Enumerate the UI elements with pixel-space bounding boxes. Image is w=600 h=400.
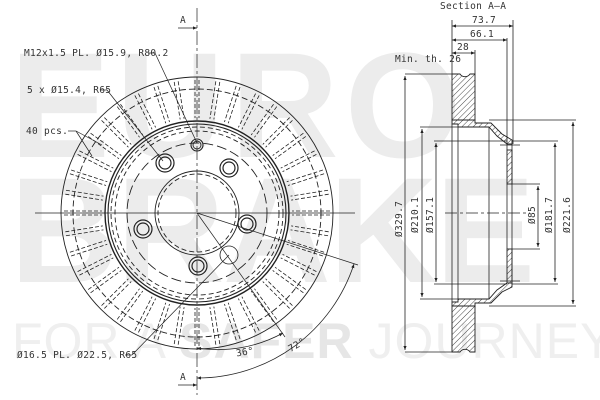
disc-flange-top — [451, 73, 476, 121]
dim-hat-flange: Ø221.6 — [562, 196, 573, 233]
dim-pcd-face: Ø181.7 — [544, 196, 555, 233]
callout-vanes: 40 pcs. — [26, 126, 69, 137]
min-thickness-label: Min. th. 26 — [395, 54, 462, 65]
bolt-hole — [133, 219, 153, 239]
callout-pilot-hole: Ø16.5 PL. Ø22.5, R65 — [17, 350, 138, 361]
front-view — [35, 8, 359, 395]
cooling-vanes — [63, 80, 331, 347]
watermark-tagline-suffix: JOURNEY — [368, 313, 600, 369]
dim-hat-height: 66.1 — [470, 29, 495, 40]
bolt-hole — [237, 214, 257, 234]
section-marker-bottom: A — [180, 372, 187, 383]
dim-disc-thickness: 28 — [457, 42, 470, 53]
dim-overall-height: 73.7 — [472, 15, 497, 26]
dim-hat-outer: Ø210.1 — [410, 196, 421, 233]
bolt-hole — [219, 158, 239, 178]
callout-thread-holes: M12x1.5 PL. Ø15.9, R80.2 — [24, 48, 169, 59]
disc-flange-bottom — [451, 305, 476, 353]
section-marker-top: A — [180, 15, 187, 26]
dim-center-bore: Ø85 — [527, 205, 538, 224]
section-view — [403, 20, 576, 353]
bolt-hole — [155, 153, 175, 173]
section-title: Section A–A — [440, 1, 507, 12]
dim-hat-inner: Ø157.1 — [425, 196, 436, 233]
dim-outer-diameter: Ø329.7 — [394, 200, 405, 237]
callout-bolt-holes: 5 x Ø15.4, R65 — [27, 85, 112, 96]
